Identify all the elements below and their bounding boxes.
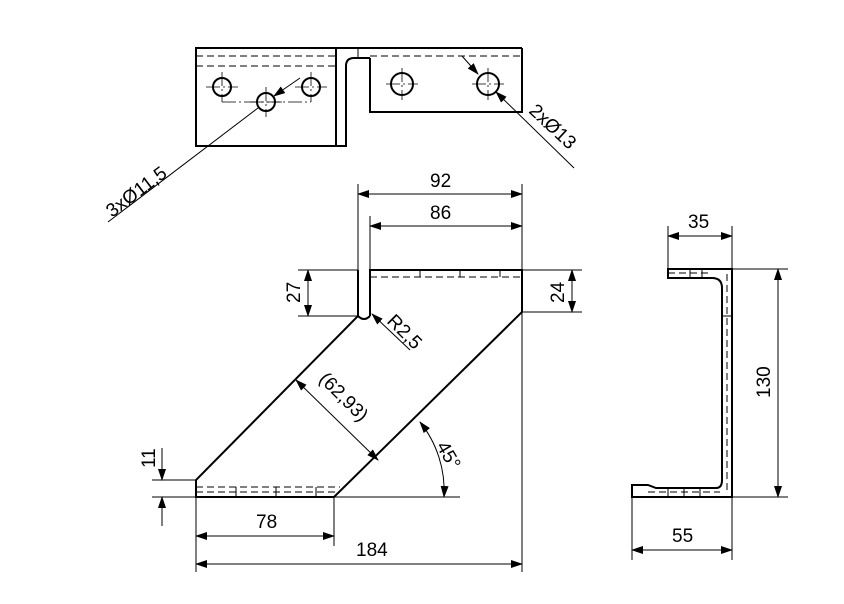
dim-55: 55 (672, 526, 693, 547)
dim-24: 24 (548, 281, 569, 303)
hole-large-2 (472, 68, 504, 100)
top-view-right-plate (369, 48, 523, 113)
hole-small-1 (206, 72, 238, 102)
leader-small-holes (107, 107, 259, 223)
side-view-outline (631, 268, 733, 498)
front-view-outline (195, 269, 523, 498)
dim-radius: R2,5 (382, 311, 425, 354)
leader-large-holes (495, 91, 575, 169)
dim-86: 86 (430, 203, 451, 224)
dim-184: 184 (356, 540, 388, 561)
dim-78: 78 (256, 512, 277, 533)
front-view: 92 86 27 24 R2,5 (62,93) 45° 11 (139, 171, 582, 572)
hole-large-1 (386, 68, 418, 100)
label-small-holes: 3xØ11,5 (102, 163, 171, 222)
dim-angle: 45° (432, 438, 465, 473)
top-view-bend (336, 57, 370, 147)
hole-small-3 (295, 72, 327, 102)
dim-27: 27 (284, 282, 305, 303)
dim-130: 130 (754, 366, 775, 398)
top-view: 3xØ11,5 2xØ13 (102, 47, 580, 223)
dim-11: 11 (139, 448, 160, 468)
dim-62-93: (62,93) (314, 369, 371, 426)
side-view: 35 130 55 (631, 212, 788, 560)
dim-92: 92 (430, 171, 451, 192)
label-large-holes: 2xØ13 (525, 100, 580, 154)
dim-35: 35 (688, 212, 709, 233)
